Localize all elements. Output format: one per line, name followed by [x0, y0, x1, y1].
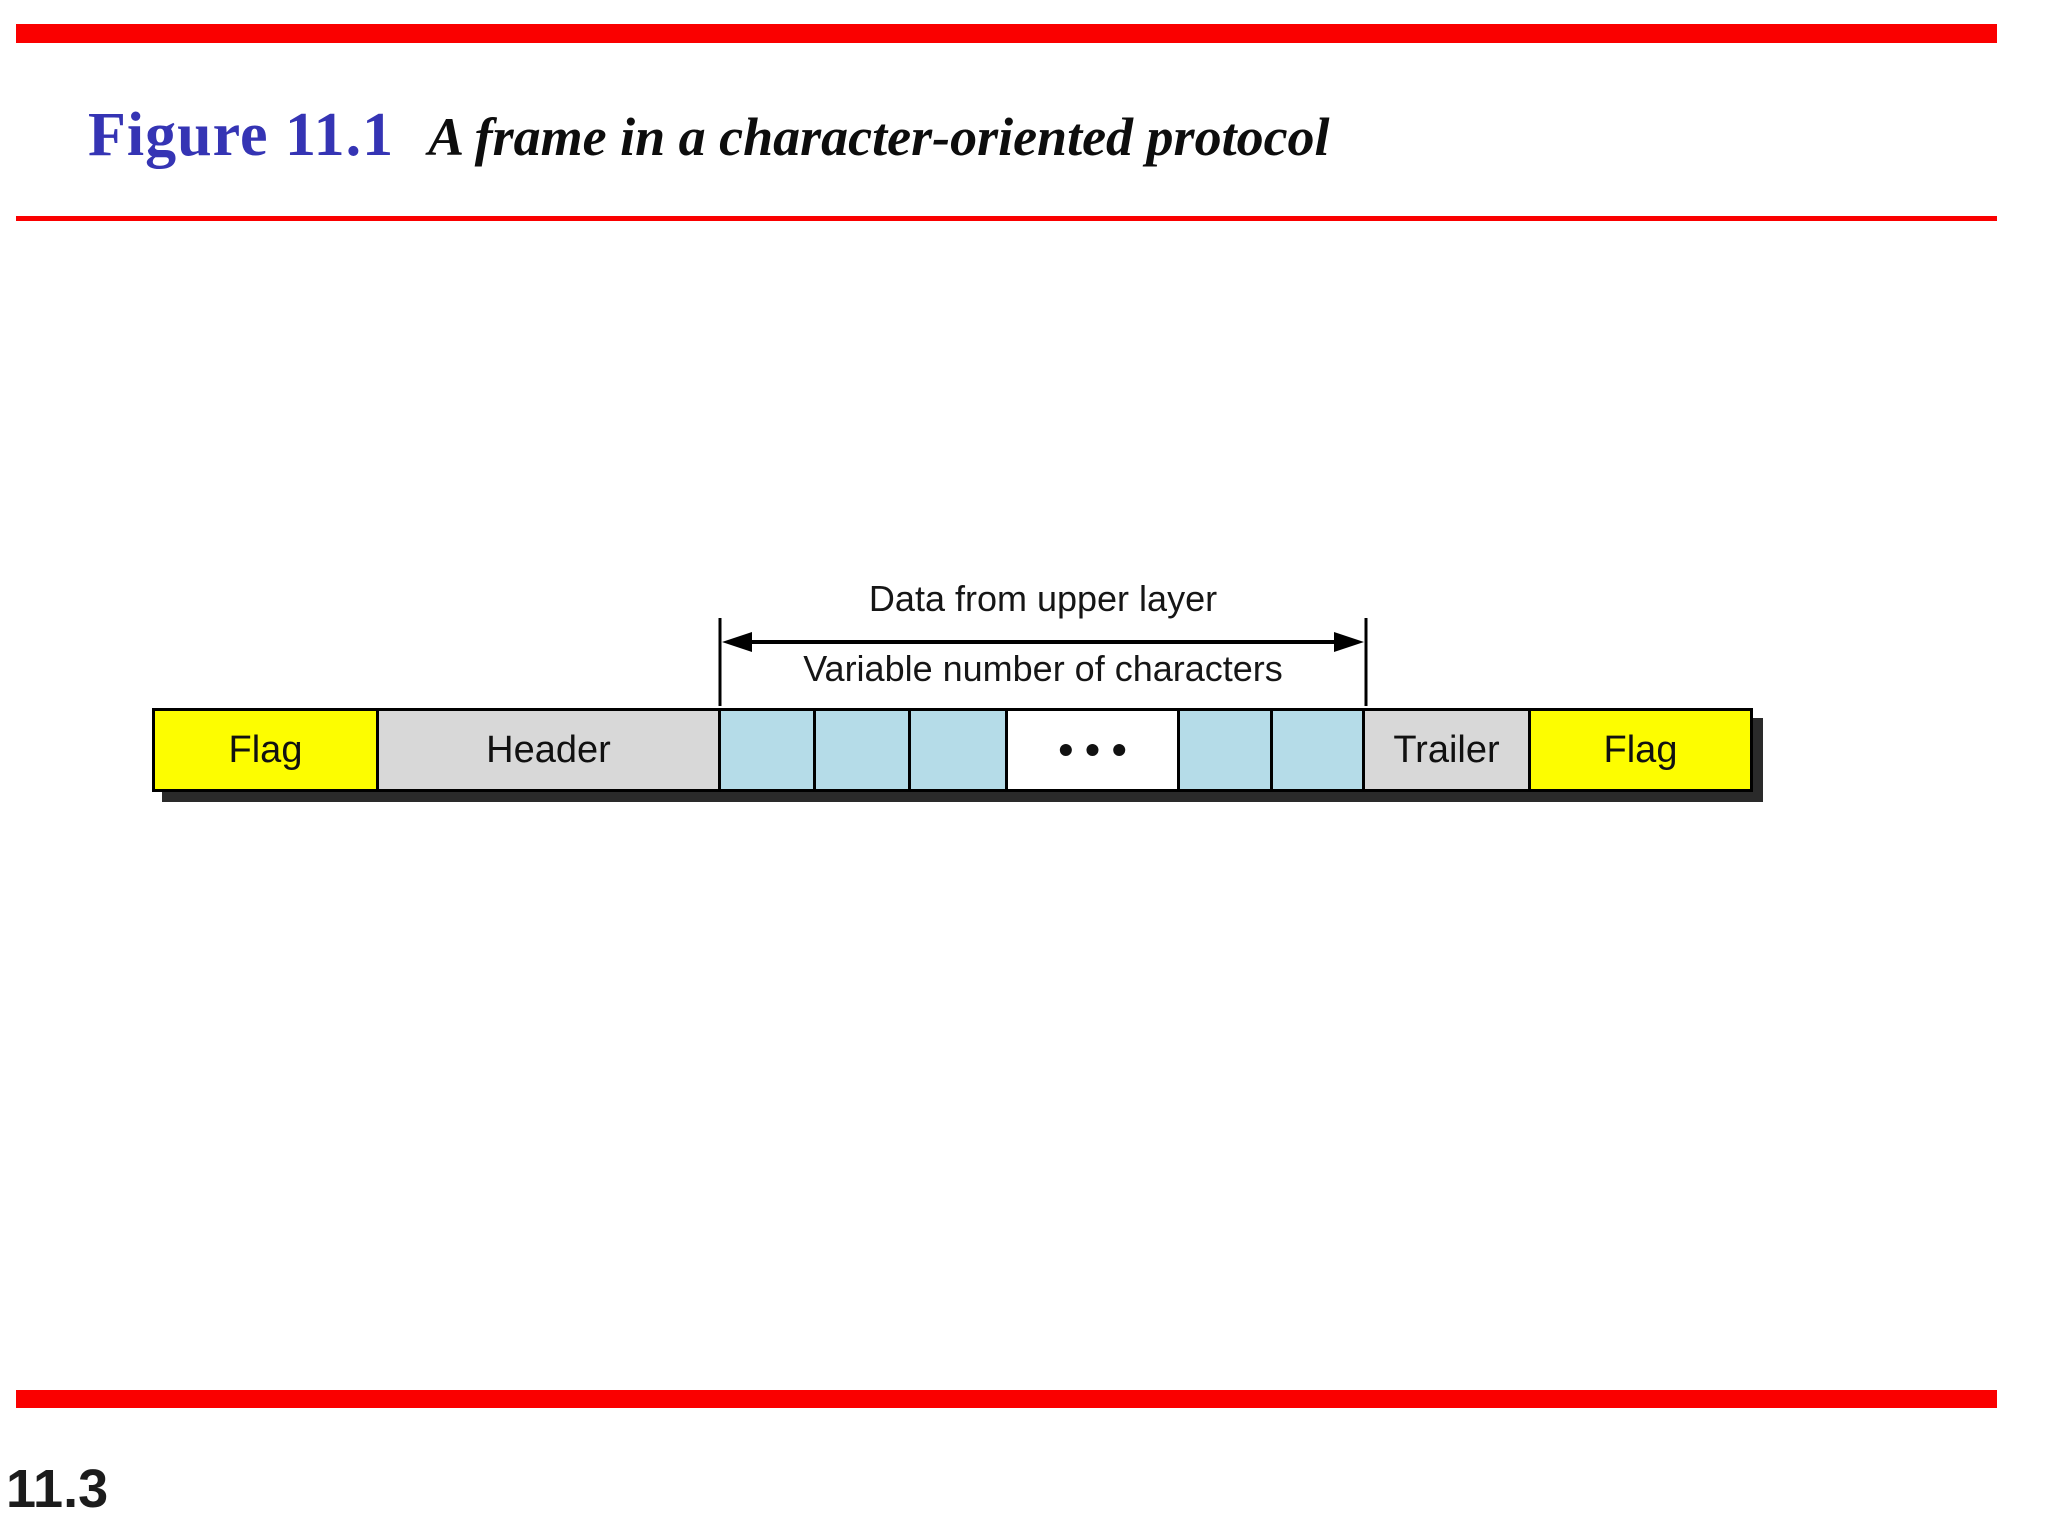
page-number: 11.3 — [6, 1459, 109, 1519]
frame-cell-data-3 — [911, 711, 1008, 789]
slide-title: Figure 11.1 A frame in a character-orien… — [88, 100, 1330, 171]
title-underline-rule — [16, 216, 1997, 221]
figure-title: A frame in a character-oriented protocol — [428, 107, 1330, 167]
frame-cell-ellipsis: ••• — [1008, 711, 1180, 789]
frame-cell-trailer: Trailer — [1365, 711, 1531, 789]
frame-cell-data-2 — [816, 711, 911, 789]
frame-cell-flag-start: Flag — [155, 711, 379, 789]
bottom-red-bar — [16, 1390, 1997, 1408]
data-from-upper-layer-caption: Data from upper layer — [868, 578, 1218, 619]
frame-row: Flag Header ••• Trailer Flag — [152, 708, 1753, 792]
frame-cell-data-5 — [1273, 711, 1365, 789]
variable-characters-caption: Variable number of characters — [803, 648, 1283, 689]
frame-cell-flag-end: Flag — [1531, 711, 1750, 789]
top-red-bar — [16, 24, 1997, 43]
frame-cell-data-1 — [721, 711, 816, 789]
figure-label: Figure 11.1 — [88, 101, 395, 169]
frame-cell-data-4 — [1180, 711, 1273, 789]
double-arrow — [718, 618, 1368, 706]
frame-cell-header: Header — [379, 711, 721, 789]
